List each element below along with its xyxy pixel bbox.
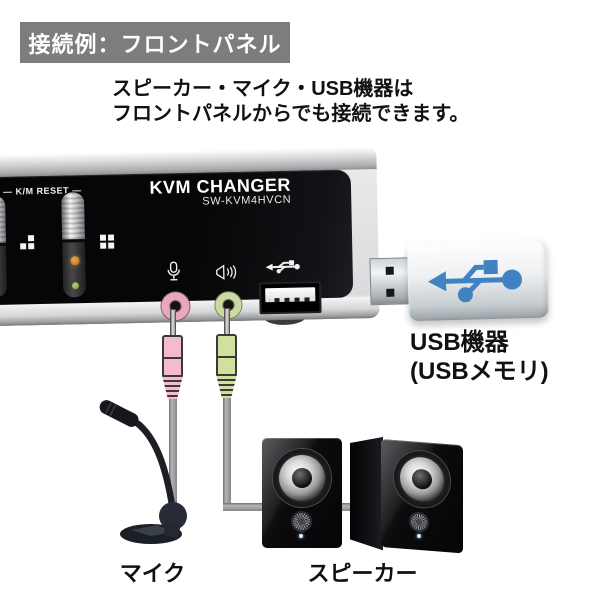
speaker-woofer bbox=[273, 449, 331, 507]
speaker-woofer bbox=[394, 449, 450, 510]
desktop-microphone bbox=[99, 400, 187, 544]
power-led bbox=[299, 534, 303, 538]
speaker-right bbox=[381, 439, 463, 554]
plug-strain-relief bbox=[162, 377, 183, 399]
volume-knob bbox=[293, 513, 310, 530]
three-squares-icon bbox=[20, 235, 35, 250]
volume-knob bbox=[411, 513, 427, 531]
usb-a-port bbox=[258, 281, 322, 315]
microphone-caption: マイク bbox=[119, 561, 186, 586]
plug-body bbox=[216, 334, 237, 376]
speaker-caption: スピーカー bbox=[307, 561, 418, 586]
description-line-2: フロントパネルからでも接続できます。 bbox=[112, 103, 470, 125]
button-cap bbox=[61, 192, 86, 243]
speaker-volume-icon bbox=[216, 264, 237, 280]
usb-flash-drive bbox=[365, 237, 550, 323]
green-led bbox=[71, 282, 80, 290]
four-squares-icon bbox=[99, 234, 115, 249]
usb-port-contacts bbox=[269, 297, 312, 303]
speaker-left bbox=[262, 438, 342, 548]
speaker-cable-vertical bbox=[223, 393, 231, 511]
led-window bbox=[62, 242, 87, 298]
orange-led bbox=[70, 256, 80, 266]
usb-trident-icon bbox=[265, 260, 300, 274]
power-led bbox=[417, 533, 421, 539]
description-line-1: スピーカー・マイク・USB機器は bbox=[112, 78, 414, 100]
brand-block: KVM CHANGER SW-KVM4HVCN bbox=[149, 175, 291, 210]
plug-pin bbox=[169, 309, 176, 335]
microphone-icon bbox=[167, 261, 180, 281]
usb-device-caption: USB機器 (USBメモリ) bbox=[410, 328, 549, 386]
speaker-dust-cap bbox=[292, 468, 312, 488]
usb-caption-line-2: (USBメモリ) bbox=[410, 358, 549, 385]
usb-caption-line-1: USB機器 bbox=[410, 329, 509, 356]
header-badge: 接続例：フロントパネル bbox=[20, 22, 290, 63]
speaker-right-side-panel bbox=[350, 436, 383, 551]
port-select-button bbox=[60, 191, 88, 299]
button-cap bbox=[0, 195, 7, 247]
usb-drive-body bbox=[406, 237, 550, 322]
usb-trident-icon bbox=[428, 259, 523, 303]
header-title: 接続例：フロントパネル bbox=[28, 31, 282, 57]
green-audio-plug bbox=[216, 308, 237, 398]
pink-mic-plug bbox=[162, 309, 183, 399]
device-front-panel: — K/M RESET — KVM CHANGER SW-KVM4HVCN bbox=[0, 169, 354, 321]
port-select-button-partial bbox=[0, 194, 9, 299]
led-window bbox=[0, 245, 8, 298]
speaker-dust-cap bbox=[412, 468, 432, 491]
speaker-cable-horizontal bbox=[223, 503, 462, 511]
plug-body bbox=[162, 335, 183, 377]
usb-connector bbox=[369, 257, 411, 306]
microphone-cable bbox=[169, 395, 177, 527]
plug-strain-relief bbox=[216, 376, 237, 398]
plug-pin bbox=[223, 308, 230, 334]
kvm-switch-device: — K/M RESET — KVM CHANGER SW-KVM4HVCN bbox=[0, 146, 380, 327]
description: スピーカー・マイク・USB機器は フロントパネルからでも接続できます。 bbox=[112, 77, 469, 127]
